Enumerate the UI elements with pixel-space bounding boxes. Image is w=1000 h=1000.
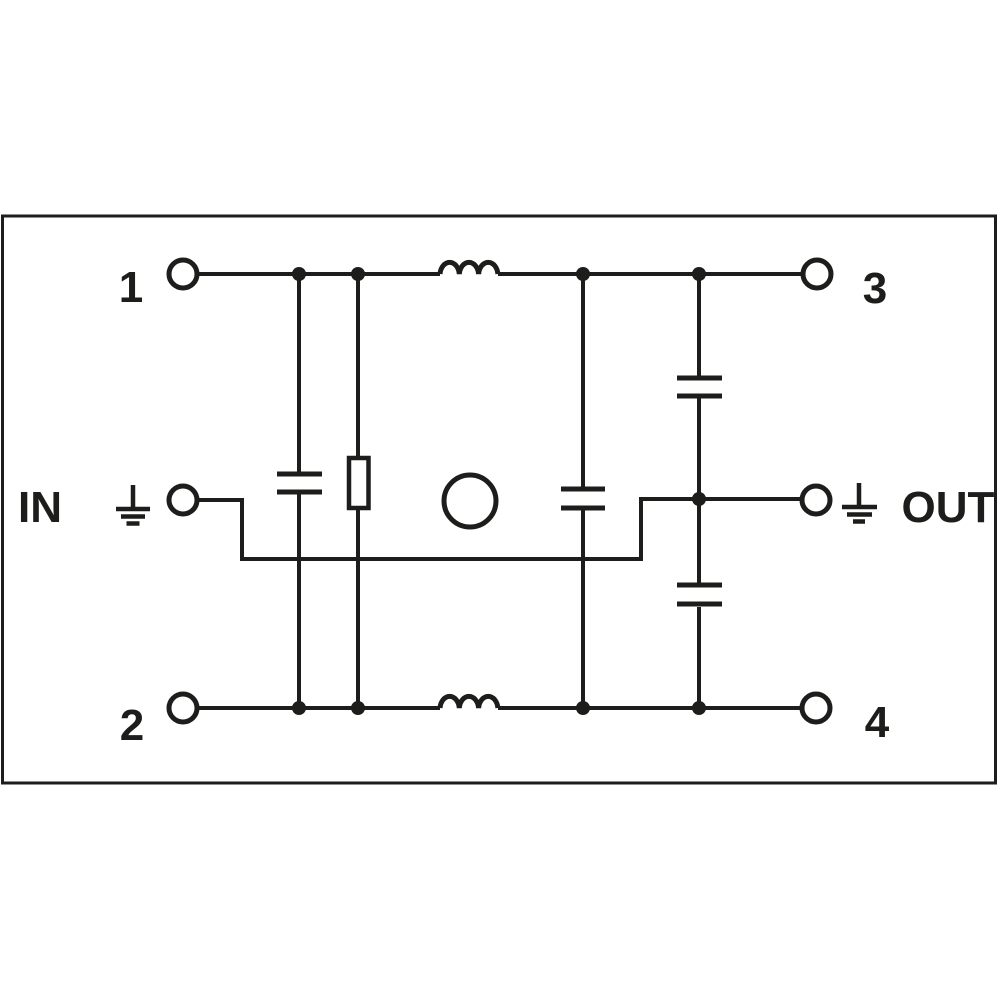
bottom-inductor-symbol bbox=[437, 693, 501, 709]
resistor-symbol bbox=[346, 455, 371, 511]
earth-ground-icon bbox=[116, 485, 150, 526]
top-inductor-symbol bbox=[437, 259, 501, 275]
capacitor-4-symbol bbox=[677, 582, 722, 607]
capacitor-2-symbol bbox=[561, 486, 605, 511]
capacitor-3-symbol bbox=[677, 375, 722, 399]
out-port-label: OUT bbox=[902, 483, 995, 532]
terminal-2-label: 2 bbox=[120, 701, 144, 750]
ground-path-wire bbox=[197, 497, 802, 561]
terminal-out-circle bbox=[799, 483, 833, 517]
center-circle-symbol bbox=[441, 472, 499, 530]
terminal-1-circle bbox=[166, 257, 200, 291]
junction-dot bbox=[292, 701, 306, 715]
terminal-3-label: 3 bbox=[863, 264, 887, 313]
junction-dot bbox=[351, 701, 365, 715]
earth-ground-icon-left bbox=[116, 485, 150, 526]
junction-dot bbox=[692, 492, 706, 506]
terminal-2-circle bbox=[166, 691, 200, 725]
earth-ground-icon-right bbox=[842, 483, 877, 524]
earth-ground-icon bbox=[842, 483, 877, 524]
capacitor-1-symbol bbox=[277, 471, 322, 495]
junction-dot bbox=[351, 267, 365, 281]
terminal-in-circle bbox=[166, 483, 200, 517]
junction-dot bbox=[576, 267, 590, 281]
in-port-label: IN bbox=[18, 483, 62, 532]
terminal-4-circle bbox=[799, 691, 833, 725]
junction-dot bbox=[692, 701, 706, 715]
junction-dot bbox=[576, 701, 590, 715]
junction-dots bbox=[292, 267, 706, 715]
diagram-frame bbox=[1, 214, 997, 785]
terminal-4-label: 4 bbox=[865, 698, 890, 747]
junction-dot bbox=[692, 267, 706, 281]
terminal-1-label: 1 bbox=[119, 263, 143, 312]
junction-dot bbox=[292, 267, 306, 281]
terminal-3-circle bbox=[800, 257, 834, 291]
